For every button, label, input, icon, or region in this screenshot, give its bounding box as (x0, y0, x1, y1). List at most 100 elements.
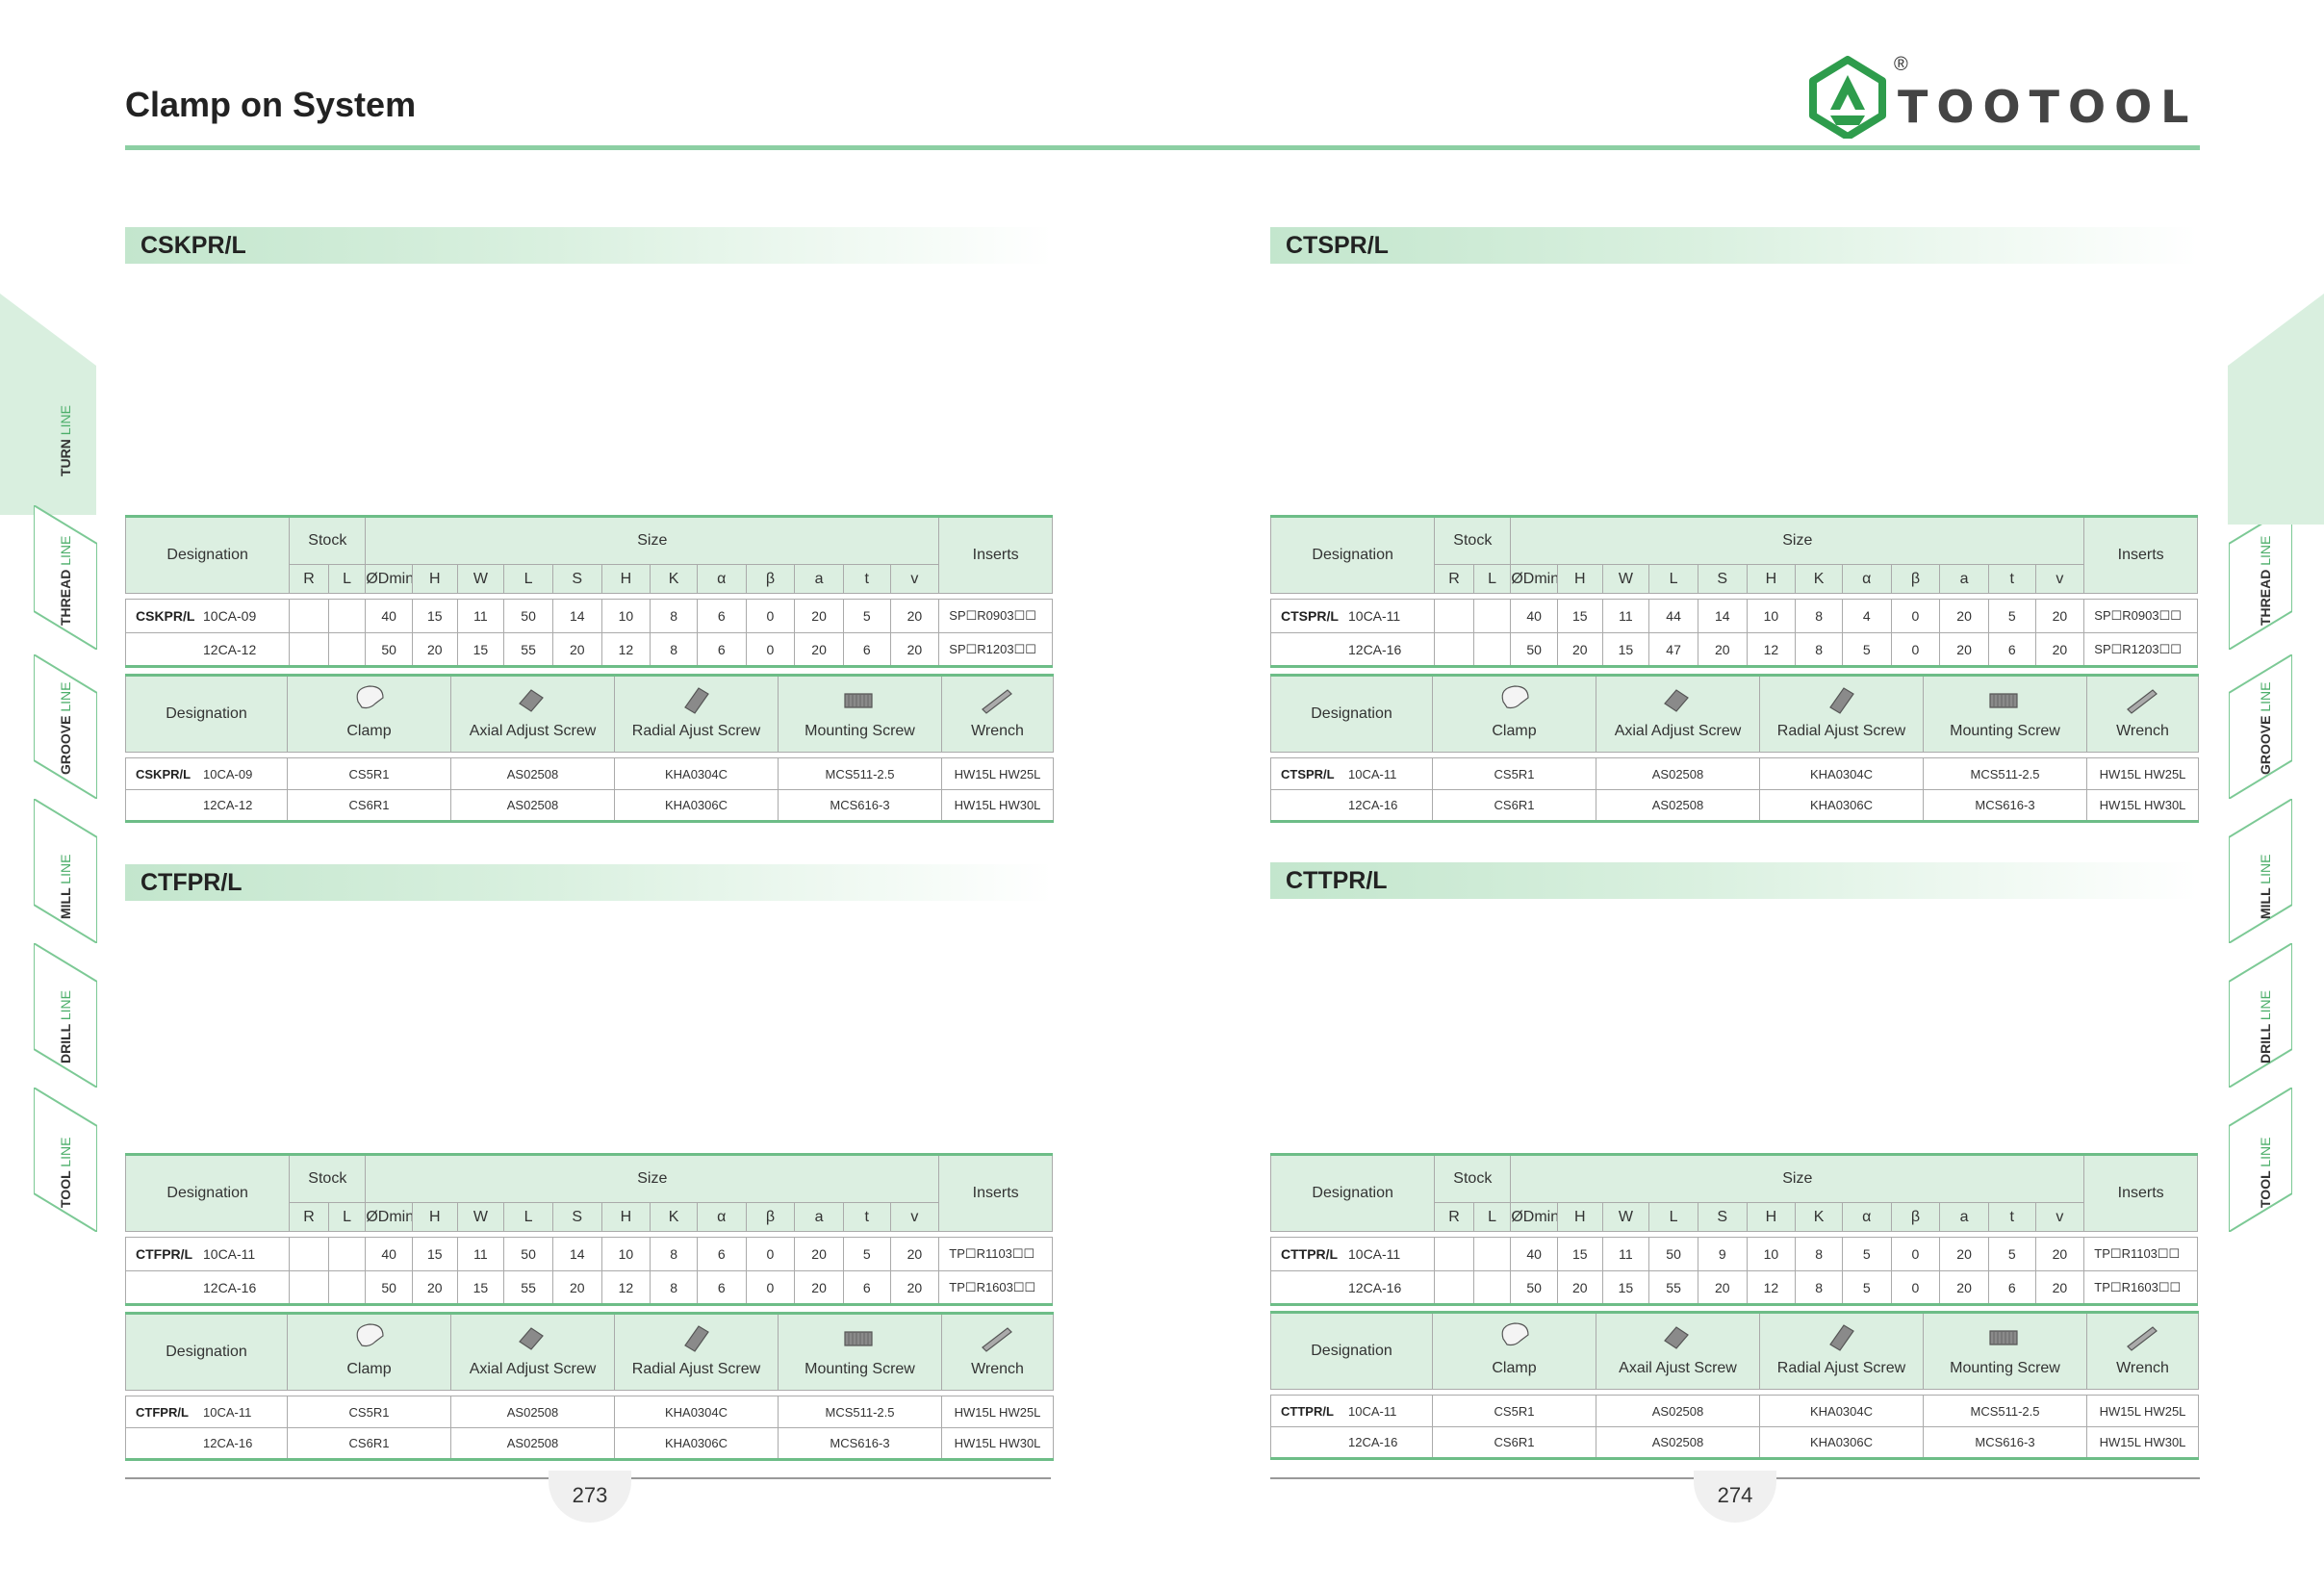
side-tab-shape (34, 943, 97, 1088)
designation-code: 10CA-11 (1348, 1246, 1401, 1262)
acc-mounting-header: Mounting Screw (778, 675, 942, 753)
side-tab-label: MILL LINE (58, 855, 73, 919)
size-cell-a: 20 (794, 1237, 844, 1271)
side-tab-mill[interactable]: MILL LINE (2229, 799, 2292, 943)
stock-header: Stock (289, 516, 367, 565)
side-tab-mill[interactable]: MILL LINE (34, 799, 97, 943)
size-cell-w: 15 (1601, 632, 1650, 667)
stock-r-cell (289, 1237, 329, 1271)
column-header: H (1556, 564, 1603, 594)
acc-cell-axial: AS02508 (1596, 1395, 1760, 1427)
size-cell-w: 11 (456, 1237, 505, 1271)
side-tab-turn[interactable]: TURN LINE (34, 294, 97, 486)
size-cell-alpha: 5 (1841, 1270, 1892, 1305)
side-tab-thread[interactable]: THREAD LINE (34, 505, 97, 650)
size-cell-t: 5 (842, 1237, 891, 1271)
acc-header-label: Mounting Screw (1950, 1360, 2060, 1376)
designation-prefix: CTTPR/L (1281, 1246, 1339, 1262)
size-cell-h2: 10 (1746, 599, 1797, 633)
size-cell-beta: 0 (745, 1237, 796, 1271)
clamp-icon (356, 685, 384, 709)
stock-l-cell (1472, 1270, 1512, 1305)
size-cell-w: 11 (1601, 599, 1650, 633)
side-tab-label-light: LINE (58, 681, 73, 712)
size-cell-a: 20 (794, 599, 844, 633)
column-header: W (456, 1202, 505, 1232)
column-header: t (842, 1202, 891, 1232)
size-cell-k: 8 (1795, 1237, 1843, 1271)
acc-cell-radial: KHA0304C (1759, 1395, 1924, 1427)
size-cell-h: 20 (411, 1270, 458, 1305)
acc-cell-clamp: CS5R1 (1432, 757, 1596, 790)
size-cell-v: 20 (889, 1237, 940, 1271)
acc-radial-header: Radial Ajust Screw (614, 1313, 779, 1391)
side-tab-groove[interactable]: GROOVE LINE (34, 654, 97, 799)
size-cell-h: 15 (411, 1237, 458, 1271)
acc-header-label: Mounting Screw (804, 1361, 915, 1377)
designation-code: 10CA-11 (1348, 766, 1397, 781)
side-tab-label-light: LINE (58, 854, 73, 884)
column-header: L (503, 1202, 553, 1232)
acc-wrench-header: Wrench (941, 675, 1054, 753)
side-tab-shape (34, 799, 97, 943)
column-header: β (745, 1202, 796, 1232)
acc-cell-radial: KHA0304C (614, 1396, 779, 1428)
column-header: L (327, 564, 367, 594)
acc-header-label: Wrench (971, 723, 1024, 739)
size-cell-s: 14 (1697, 599, 1748, 633)
size-cell-alpha: 5 (1841, 632, 1892, 667)
side-tab-thread[interactable]: THREAD LINE (2229, 505, 2292, 650)
radial-screw-icon (683, 687, 709, 714)
clamp-icon (1501, 1322, 1529, 1346)
size-cell-beta: 0 (1890, 599, 1941, 633)
acc-axial-header: Axail Ajust Screw (1596, 1312, 1760, 1390)
side-tab-drill[interactable]: DRILL LINE (2229, 943, 2292, 1088)
column-header: S (1697, 564, 1748, 594)
section-title: CSKPR/L (140, 232, 246, 259)
side-tab-tool[interactable]: TOOL LINE (2229, 1088, 2292, 1232)
side-tab-groove[interactable]: GROOVE LINE (2229, 654, 2292, 799)
acc-header-label: Radial Ajust Screw (631, 723, 761, 739)
stock-l-cell (1472, 1237, 1512, 1271)
stock-l-cell (327, 1237, 367, 1271)
side-tab-drill[interactable]: DRILL LINE (34, 943, 97, 1088)
insert-cell: TP☐R1603☐☐ (938, 1270, 1053, 1305)
designation-header: Designation (1269, 516, 1436, 594)
column-header: L (327, 1202, 367, 1232)
size-cell-h: 20 (1556, 632, 1603, 667)
designation-cell: 12CA-16 (1270, 789, 1433, 822)
side-tab-label-bold: THREAD (2258, 569, 2273, 626)
side-tab-label-bold: GROOVE (2258, 715, 2273, 775)
side-tab-tool[interactable]: TOOL LINE (34, 1088, 97, 1232)
stock-header: Stock (289, 1154, 367, 1203)
designation-cell: 12CA-16 (1270, 1426, 1433, 1459)
insert-cell: SP☐R1203☐☐ (938, 632, 1053, 667)
side-tab-label-light: LINE (2258, 681, 2273, 712)
stock-l-cell (327, 599, 367, 633)
designation-header: Designation (124, 516, 291, 594)
side-tab-label-light: LINE (58, 990, 73, 1021)
acc-header-label: Axial Adjust Screw (469, 723, 597, 739)
acc-cell-radial: KHA0306C (614, 1427, 779, 1460)
designation-code: 10CA-11 (203, 1246, 256, 1262)
acc-cell-clamp: CS6R1 (287, 1427, 451, 1460)
size-cell-t: 5 (1987, 599, 2036, 633)
insert-cell: TP☐R1103☐☐ (938, 1237, 1053, 1271)
acc-header-label: Clamp (1492, 723, 1537, 739)
acc-cell-wrench: HW15L HW30L (941, 1427, 1054, 1460)
designation-cell: 12CA-12 (125, 789, 288, 822)
section-header: CTSPR/L (1270, 227, 2198, 264)
stock-l-cell (1472, 632, 1512, 667)
column-header: β (1890, 564, 1941, 594)
acc-cell-axial: AS02508 (450, 1396, 615, 1428)
stock-r-cell (1434, 1237, 1474, 1271)
acc-clamp-header: Clamp (1432, 1312, 1596, 1390)
